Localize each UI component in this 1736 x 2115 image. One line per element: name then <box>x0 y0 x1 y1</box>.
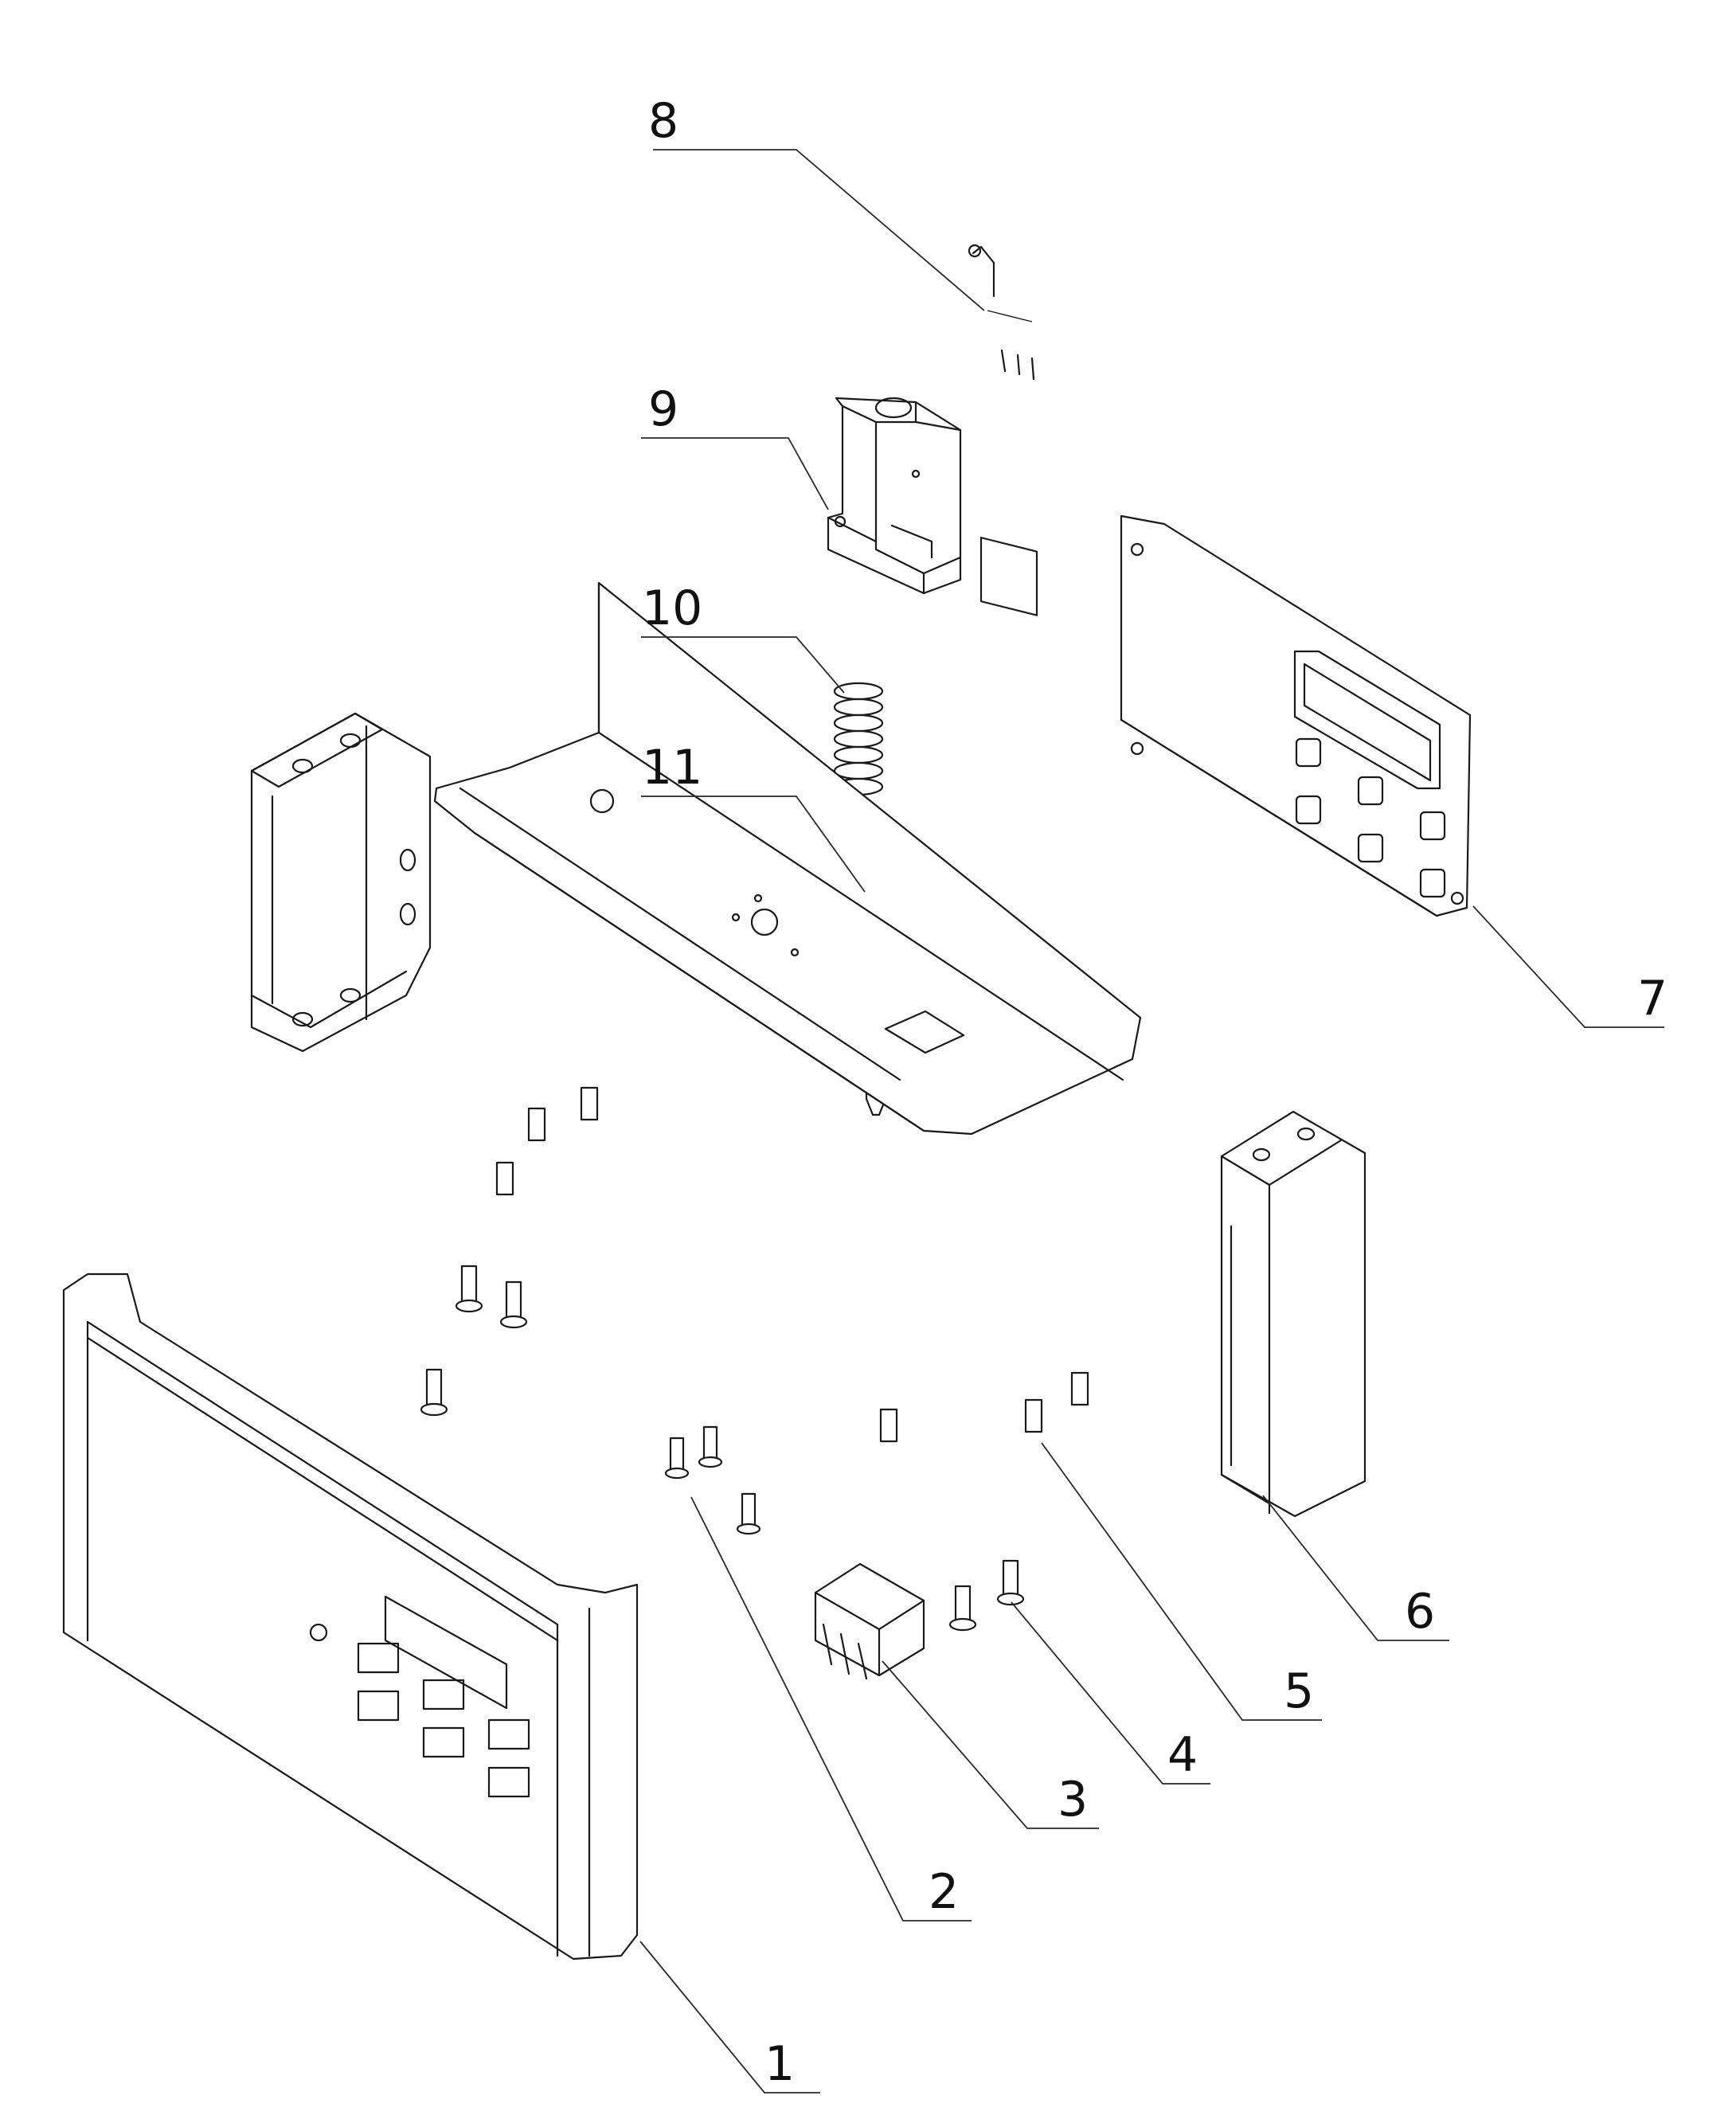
cover-button-openings <box>357 1642 530 1798</box>
callout-5: 5 <box>1284 1663 1314 1719</box>
part-1-front-cover <box>62 1273 639 1961</box>
callout-11: 11 <box>642 740 702 796</box>
callout-4: 4 <box>1167 1727 1198 1783</box>
callout-9: 9 <box>648 381 678 437</box>
pcb-push-buttons <box>1295 737 1446 898</box>
part-3-relay-block <box>814 1562 925 1680</box>
callout-2: 2 <box>929 1864 959 1920</box>
callout-10: 10 <box>642 581 702 636</box>
callout-1: 1 <box>764 2036 795 2092</box>
standoffs <box>495 1086 1089 1443</box>
callout-labels: 1 2 3 4 5 6 7 8 9 10 11 <box>642 93 1668 2092</box>
callout-3: 3 <box>1058 1772 1088 1828</box>
leader-lines <box>639 149 1664 2093</box>
cover-display-window <box>384 1595 508 1710</box>
part-5-base-plate <box>433 581 1142 1443</box>
part-2-screws <box>420 1265 761 1535</box>
callout-6: 6 <box>1405 1584 1435 1640</box>
part-left-end-bracket <box>250 712 432 1053</box>
part-8-micro-switch <box>968 244 1038 616</box>
callout-7: 7 <box>1637 971 1668 1026</box>
lcd-display <box>1293 650 1441 790</box>
part-7-control-pcb <box>1120 514 1472 917</box>
part-4-screws <box>948 1559 1025 1632</box>
part-6-right-end-bracket <box>1220 1110 1367 1518</box>
callout-8: 8 <box>648 93 678 149</box>
part-9-guide-bracket <box>827 397 962 595</box>
